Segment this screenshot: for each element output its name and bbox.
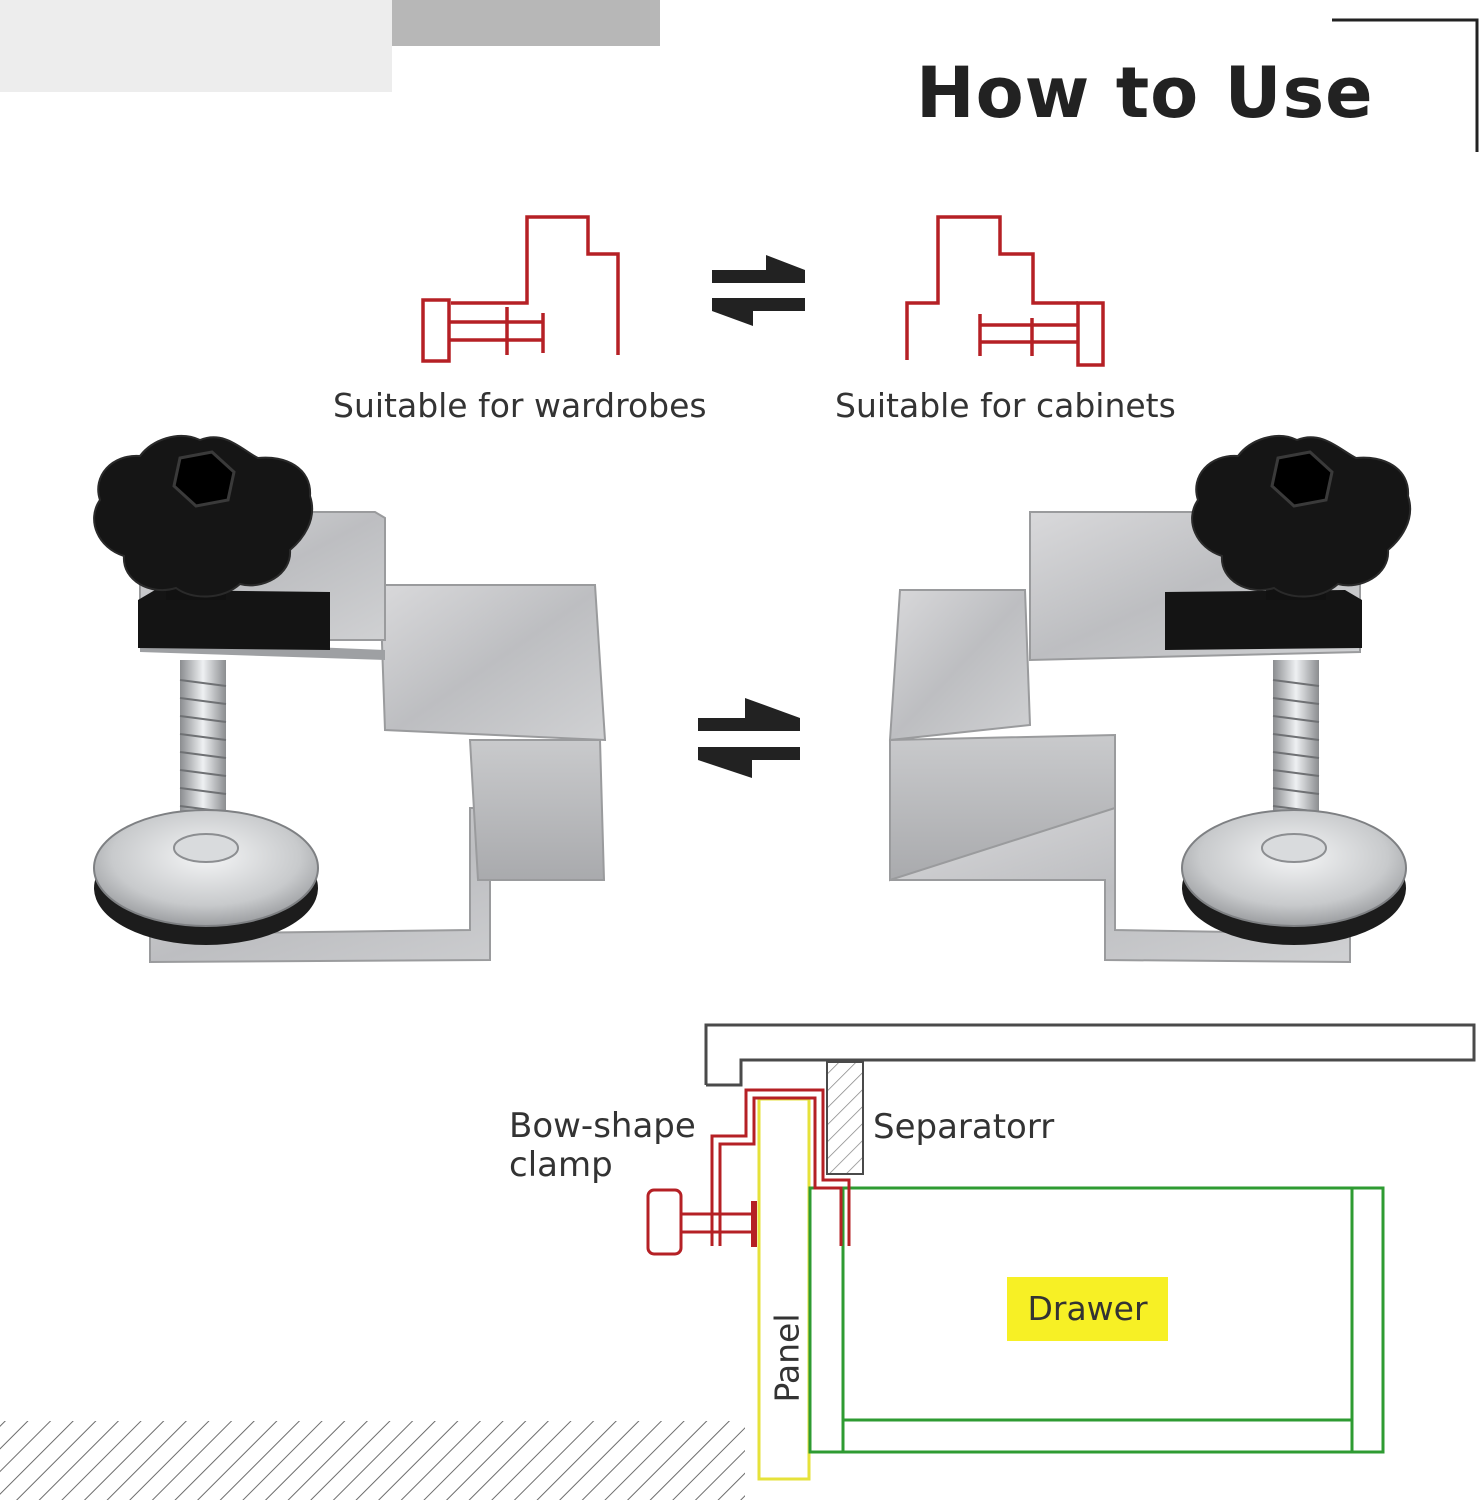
clamp-wardrobe-icon — [421, 215, 620, 363]
swap-arrows-icon — [698, 698, 800, 778]
bow-clamp-label: Bow-shape clamp — [509, 1107, 696, 1185]
corner-bracket — [1332, 18, 1479, 152]
panel-label-box: Panel — [767, 1312, 807, 1404]
panel-label: Panel — [767, 1313, 807, 1403]
corner-block-light — [0, 0, 392, 92]
cabinet-diagram — [646, 1023, 1476, 1481]
hatched-stripe — [0, 1421, 745, 1500]
bow-clamp-outline — [646, 1088, 851, 1256]
separator-label: Separatorr — [873, 1107, 1055, 1147]
panel-board — [757, 1097, 811, 1481]
swap-arrows-icon — [712, 255, 805, 326]
drawer-box — [808, 1186, 1385, 1454]
clamp-pad — [751, 1201, 757, 1247]
bow-clamp-label-line1: Bow-shape — [509, 1106, 696, 1146]
drawer-label: Drawer — [1007, 1277, 1168, 1341]
page-title: How to Use — [916, 52, 1374, 134]
cabinet-caption: Suitable for cabinets — [835, 386, 1176, 425]
clamp-product-right — [888, 435, 1412, 964]
knob-icon — [1191, 435, 1412, 600]
knob-icon — [93, 435, 314, 600]
clamp-product-left — [93, 435, 607, 964]
wardrobe-caption: Suitable for wardrobes — [333, 386, 707, 425]
separator-block — [826, 1061, 864, 1175]
corner-block-dark — [392, 0, 660, 46]
bow-clamp-label-line2: clamp — [509, 1145, 613, 1185]
clamp-cabinet-icon — [905, 215, 1105, 367]
